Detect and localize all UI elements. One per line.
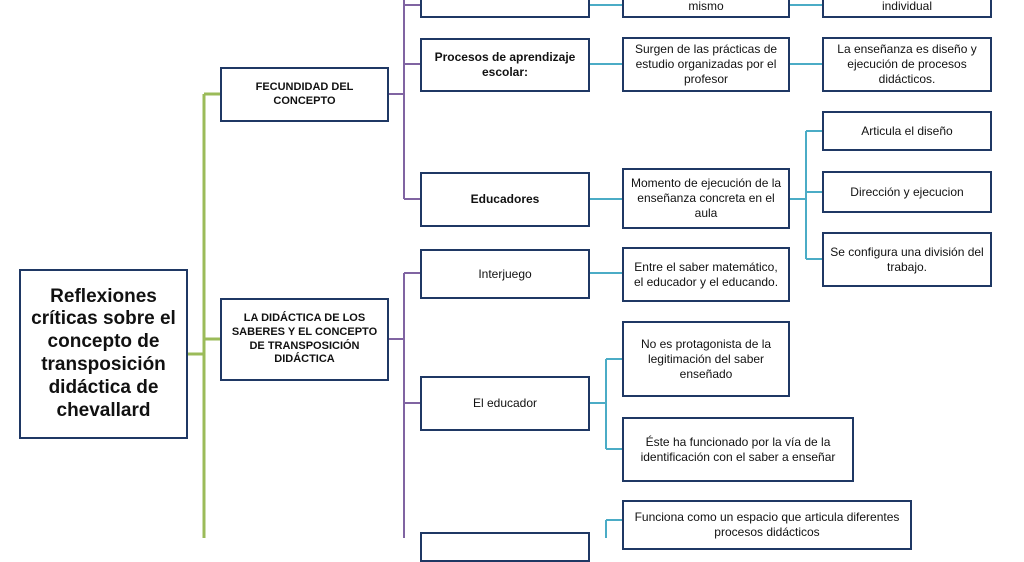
node-la-didactica-de-los-saberes: LA DIDÁCTICA DE LOS SABERES Y EL CONCEPT… (220, 298, 389, 381)
node-bottom-detail: Funciona como un espacio que articula di… (622, 500, 912, 550)
node-educador-detail-2: Éste ha funcionado por la vía de la iden… (622, 417, 854, 482)
node-educador-detail-1: No es protagonista de la legitimación de… (622, 321, 790, 397)
node-bottom-partial (420, 532, 590, 562)
node-procesos-detail: Surgen de las prácticas de estudio organ… (622, 37, 790, 92)
node-educador-detail-1-label: No es protagonista de la legitimación de… (640, 336, 772, 381)
node-procesos-detail-label: Surgen de las prácticas de estudio organ… (634, 42, 778, 86)
node-top-partial-3-label: individual (881, 0, 933, 13)
node-educadores: Educadores (420, 172, 590, 227)
node-interjuego-label: Interjuego (478, 266, 532, 281)
node-el-educador-label: El educador (472, 396, 538, 410)
node-interjuego-detail-label: Entre el saber matemático, el educador y… (633, 259, 779, 289)
node-fecundidad-label: FECUNDIDAD DEL CONCEPTO (255, 80, 354, 107)
node-interjuego: Interjuego (420, 249, 590, 299)
root-connectors (187, 92, 220, 538)
node-direccion-label: Dirección y ejecucion (850, 184, 964, 199)
node-interjuego-detail: Entre el saber matemático, el educador y… (622, 247, 790, 302)
node-procesos-sub-label: La enseñanza es diseño y ejecución de pr… (837, 42, 977, 86)
node-el-educador: El educador (420, 376, 590, 431)
node-fecundidad-del-concepto: FECUNDIDAD DEL CONCEPTO (220, 67, 389, 122)
node-procesos-sub: La enseñanza es diseño y ejecución de pr… (822, 37, 992, 92)
node-articula-label: Articula el diseño (861, 123, 953, 138)
root-node-label: Reflexiones críticas sobre el concepto d… (31, 285, 176, 421)
node-bottom-detail-label: Funciona como un espacio que articula di… (634, 510, 900, 539)
node-procesos-label: Procesos de aprendizaje escolar: (434, 50, 576, 79)
node-division-label: Se configura una división del trabajo. (830, 244, 984, 274)
connector-lines (187, 0, 822, 538)
node-direccion-y-ejecucion: Dirección y ejecucion (822, 171, 992, 213)
node-articula-el-diseno: Articula el diseño (822, 111, 992, 151)
node-top-partial-1 (420, 0, 590, 18)
level1-connectors (388, 0, 420, 538)
level2-connectors (589, 4, 822, 538)
node-procesos-de-aprendizaje: Procesos de aprendizaje escolar: (420, 38, 590, 92)
node-educadores-label: Educadores (470, 192, 540, 206)
node-educador-detail-2-label: Éste ha funcionado por la vía de la iden… (640, 434, 836, 464)
node-top-partial-2-label: mismo (688, 0, 724, 13)
node-top-partial-3: individual (822, 0, 992, 18)
node-educadores-detail-label: Momento de ejecución de la enseñanza con… (630, 176, 782, 220)
root-node: Reflexiones críticas sobre el concepto d… (19, 269, 188, 439)
node-educadores-detail: Momento de ejecución de la enseñanza con… (622, 168, 790, 229)
node-division-del-trabajo: Se configura una división del trabajo. (822, 232, 992, 287)
node-top-partial-2: mismo (622, 0, 790, 18)
node-didactica-label: LA DIDÁCTICA DE LOS SABERES Y EL CONCEPT… (231, 312, 378, 366)
